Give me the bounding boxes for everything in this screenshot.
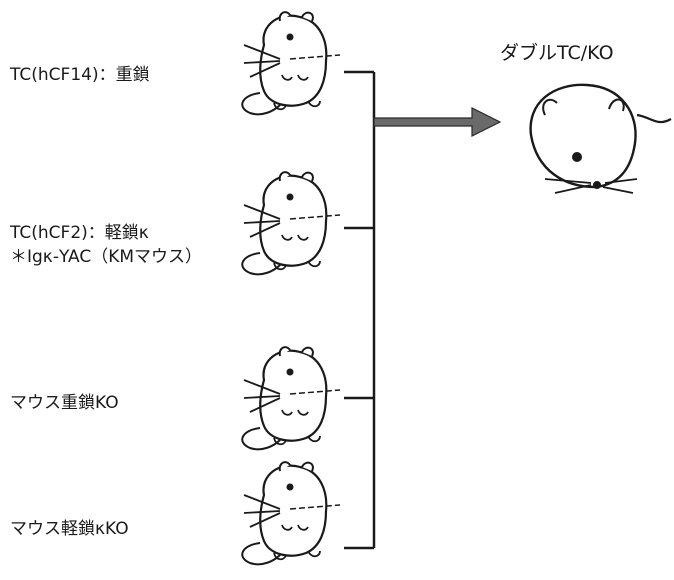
- source-label-kappa-ko: マウス軽鎖κKO: [10, 519, 129, 539]
- source-label-tc-hcf14: TC(hCF14)：重鎖: [10, 65, 150, 85]
- result-label-double-tc-ko: ダブルTC/KO: [500, 42, 614, 64]
- mouse-icon: [241, 11, 342, 116]
- mouse-icon: [241, 461, 342, 566]
- connector-lines: [344, 70, 470, 550]
- source-sublabel-kmmouse: ＊Igκ-YAC（KMマウス）: [10, 247, 203, 267]
- source-label-heavy-ko: マウス重鎖KO: [10, 393, 119, 413]
- mouse-icon: [241, 346, 342, 451]
- mouse-icon: [241, 171, 342, 276]
- arrow-icon: [373, 107, 502, 137]
- result-mouse-icon: [529, 83, 672, 194]
- source-label-tc-hcf2: TC(hCF2)：軽鎖κ: [10, 223, 149, 243]
